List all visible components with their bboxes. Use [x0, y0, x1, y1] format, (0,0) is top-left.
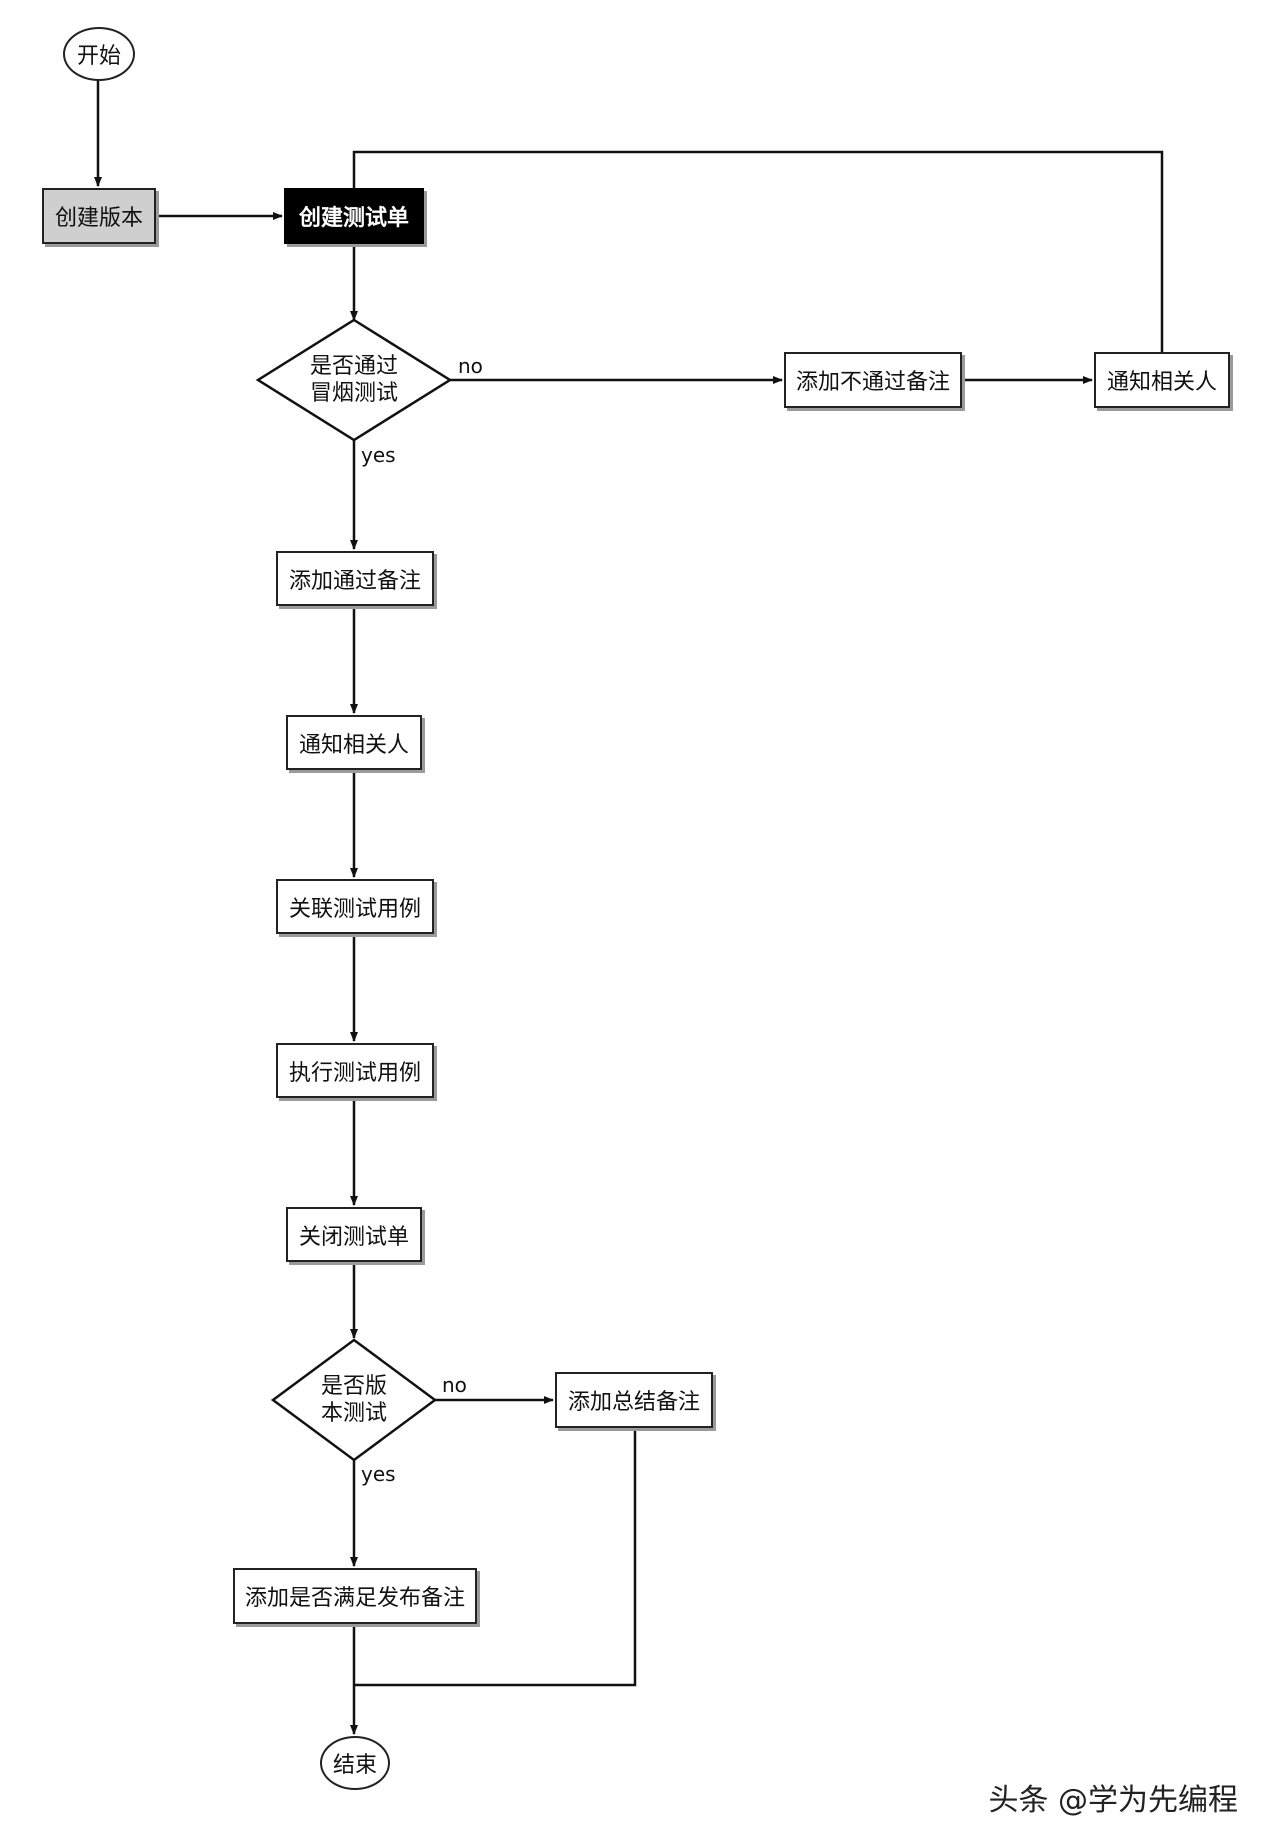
smoke-yes-label: yes	[361, 443, 396, 467]
version-yes-label: yes	[361, 1462, 396, 1486]
execute-test-cases-node: 执行测试用例	[276, 1043, 434, 1098]
smoke-test-decision-label: 是否通过 冒烟测试	[309, 354, 398, 406]
add-summary-note-node: 添加总结备注	[555, 1372, 713, 1428]
smoke-no-label: no	[458, 354, 483, 378]
add-release-note-node: 添加是否满足发布备注	[233, 1568, 477, 1624]
edge-summary-to-end	[354, 1428, 637, 1687]
version-test-diamond	[270, 1338, 438, 1462]
edge-loop-back	[352, 150, 1164, 352]
start-node: 开始	[63, 27, 135, 81]
close-test-sheet-node: 关闭测试单	[286, 1207, 422, 1262]
version-no-label: no	[442, 1373, 467, 1397]
add-fail-note-node: 添加不通过备注	[784, 352, 962, 408]
add-pass-note-node: 添加通过备注	[276, 551, 434, 606]
notify-related-node-1: 通知相关人	[1094, 352, 1230, 408]
link-test-cases-node: 关联测试用例	[276, 879, 434, 934]
create-version-node: 创建版本	[42, 188, 156, 244]
end-node: 结束	[320, 1736, 390, 1790]
watermark: 头条 @学为先编程	[988, 1783, 1238, 1818]
notify-related-node-2: 通知相关人	[286, 715, 422, 770]
version-test-decision-label: 是否版 本测试	[320, 1374, 387, 1426]
smoke-test-diamond	[255, 318, 453, 442]
create-test-sheet-node: 创建测试单	[284, 188, 424, 244]
